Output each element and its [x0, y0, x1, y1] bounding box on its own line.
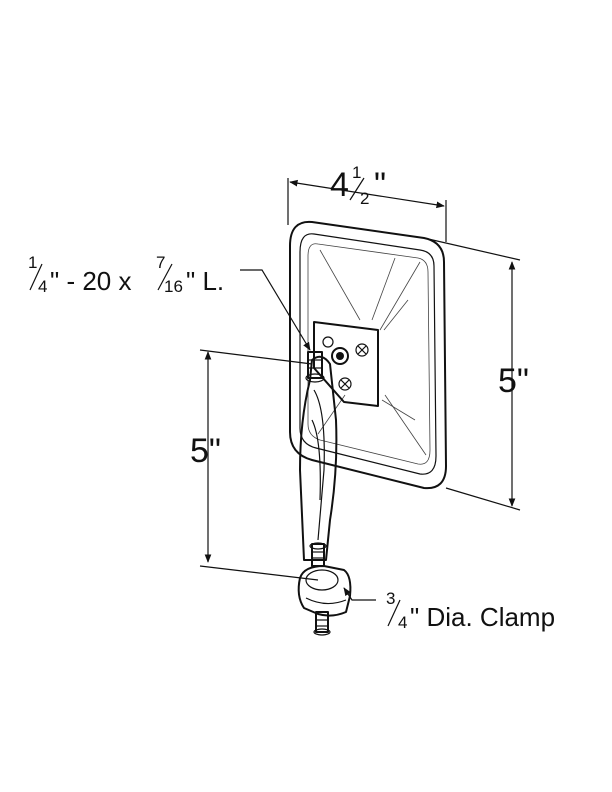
clamp-assembly	[297, 542, 352, 636]
arm-length-dimension: 5"	[190, 349, 319, 581]
arm-length-label: 5"	[190, 432, 221, 470]
mirror-arm	[299, 351, 338, 561]
height-dimension: 5"	[423, 237, 529, 511]
width-den: 2	[360, 189, 369, 208]
mirror-height-label: 5"	[498, 362, 529, 400]
bolt-den1: 4	[38, 277, 47, 296]
clamp-callout: 3 4 " Dia. Clamp	[343, 587, 555, 632]
clamp-num: 3	[386, 589, 395, 608]
clamp-tail: " Dia. Clamp	[410, 602, 555, 632]
bolt-callout: 1 4 " - 20 x 7 16 " L.	[28, 253, 311, 351]
bolt-num2: 7	[156, 253, 165, 272]
width-whole: 4	[330, 166, 349, 204]
bolt-num1: 1	[28, 253, 37, 272]
mirror-head	[289, 220, 447, 490]
bolt-tail: " L.	[186, 266, 224, 296]
bolt-den2: 16	[164, 277, 183, 296]
bolt-mid: " - 20 x	[50, 266, 131, 296]
clamp-den: 4	[398, 613, 407, 632]
width-unit: "	[374, 166, 386, 204]
width-dimension: 4 1 2 "	[287, 163, 447, 242]
width-num: 1	[352, 163, 361, 182]
